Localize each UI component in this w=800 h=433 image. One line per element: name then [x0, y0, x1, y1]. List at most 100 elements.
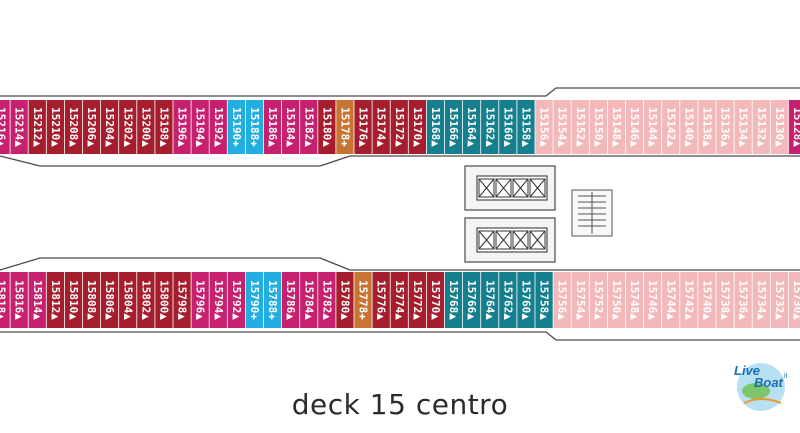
cabin-15742: 15742▲: [680, 272, 698, 328]
cabin-15194: 15194▲: [191, 100, 209, 154]
cabin-number: 15818▲: [0, 280, 8, 320]
cabin-number: 15174▲: [375, 107, 388, 147]
cabin-box: [662, 100, 680, 154]
cabin-number: 15198▲: [157, 107, 170, 147]
cabin-number: 15774▲: [393, 280, 406, 320]
cabin-15130: 15130▲: [770, 100, 788, 154]
cabin-box: [209, 100, 227, 154]
cabin-15184: 15184▲: [282, 100, 300, 154]
cabin-box: [191, 272, 209, 328]
cabin-number: 15808▲: [85, 280, 98, 320]
cabin-box: [263, 272, 282, 328]
cabin-number: 15138▲: [700, 107, 713, 147]
cabin-box: [46, 272, 64, 328]
cabin-box: [282, 100, 300, 154]
cabin-number: 15188✚: [248, 107, 261, 147]
cabin-15160: 15160▲: [499, 100, 517, 154]
cabin-number: 15762▲: [501, 280, 514, 320]
cabin-number: 15180▲: [320, 107, 333, 147]
cabin-number: 15812▲: [49, 280, 62, 320]
cabin-box: [155, 272, 173, 328]
elevator-core: [464, 165, 556, 263]
cabin-box: [770, 272, 788, 328]
cabin-box: [10, 100, 28, 154]
cabin-box: [589, 100, 607, 154]
cabin-number: 15764▲: [483, 280, 496, 320]
cabin-number: 15206▲: [85, 107, 98, 147]
cabin-15794: 15794▲: [209, 272, 227, 328]
cabin-15806: 15806▲: [101, 272, 119, 328]
cabin-15768: 15768▲: [444, 272, 463, 328]
cabin-number: 15150▲: [592, 107, 605, 147]
elevator-car: [495, 230, 512, 250]
cabin-number: 15178✚: [338, 107, 351, 147]
cabin-box: [517, 100, 535, 154]
cabin-box: [625, 272, 644, 328]
deck-caption: deck 15 centro: [291, 388, 509, 421]
cabin-box: [698, 100, 716, 154]
cabin-box: [119, 100, 137, 154]
cabin-number: 15766▲: [465, 280, 478, 320]
cabin-15818: 15818▲: [0, 272, 10, 328]
cabin-number: 15788✚: [266, 280, 279, 320]
cabin-15786: 15786▲: [282, 272, 300, 328]
cabin-box: [318, 272, 336, 328]
cabin-box: [101, 272, 119, 328]
cabin-15134: 15134▲: [734, 100, 752, 154]
cabin-15146: 15146▲: [625, 100, 644, 154]
cabin-number: 15214▲: [13, 107, 26, 147]
cabin-15204: 15204▲: [101, 100, 119, 154]
cabin-box: [245, 272, 264, 328]
cabin-box: [0, 100, 10, 154]
cabin-number: 15208▲: [67, 107, 80, 147]
cabin-row-top: 15216▲15214▲15212▲15210▲15208▲15206▲1520…: [0, 100, 800, 154]
cabin-box: [408, 272, 426, 328]
cabin-box: [607, 272, 626, 328]
cabin-15802: 15802▲: [137, 272, 155, 328]
cabin-number: 15772▲: [411, 280, 424, 320]
cabin-box: [734, 272, 752, 328]
cabin-box: [481, 100, 499, 154]
cabin-box: [64, 272, 83, 328]
cabin-box: [10, 272, 28, 328]
cabin-box: [625, 100, 644, 154]
cabin-number: 15782▲: [320, 280, 333, 320]
cabin-box: [589, 272, 607, 328]
elevator-car: [529, 178, 546, 198]
cabin-15164: 15164▲: [463, 100, 481, 154]
cabin-15756: 15756▲: [553, 272, 571, 328]
cabin-number: 15780▲: [338, 280, 351, 320]
cabin-number: 15172▲: [393, 107, 406, 147]
cabin-15814: 15814▲: [28, 272, 46, 328]
cabin-15788: 15788✚: [263, 272, 282, 328]
cabin-box: [354, 100, 372, 154]
cabin-box: [354, 272, 372, 328]
cabin-15140: 15140▲: [680, 100, 698, 154]
cabin-15176: 15176▲: [354, 100, 372, 154]
cabin-15778: 15778✚: [354, 272, 372, 328]
cabin-15758: 15758▲: [535, 272, 553, 328]
cabin-15748: 15748▲: [625, 272, 644, 328]
cabin-15200: 15200▲: [137, 100, 155, 154]
elevator-cross: [495, 178, 512, 198]
cabin-box: [173, 100, 191, 154]
cabin-15732: 15732▲: [770, 272, 788, 328]
cabin-15202: 15202▲: [119, 100, 137, 154]
cabin-box: [553, 100, 571, 154]
cabin-number: 15752▲: [592, 280, 605, 320]
cabin-box: [644, 272, 662, 328]
cabin-15214: 15214▲: [10, 100, 28, 154]
cabin-box: [680, 100, 698, 154]
elevator-car: [495, 178, 512, 198]
elevator-cross: [529, 178, 546, 198]
globe-icon: [737, 363, 785, 411]
elevator-car: [512, 230, 529, 250]
cabin-15760: 15760▲: [517, 272, 535, 328]
logo-suffix: .it: [782, 373, 788, 380]
cabin-box: [101, 100, 119, 154]
elevator-car: [478, 178, 495, 198]
cabin-number: 15176▲: [357, 107, 370, 147]
cabin-15138: 15138▲: [698, 100, 716, 154]
cabin-box: [173, 272, 191, 328]
